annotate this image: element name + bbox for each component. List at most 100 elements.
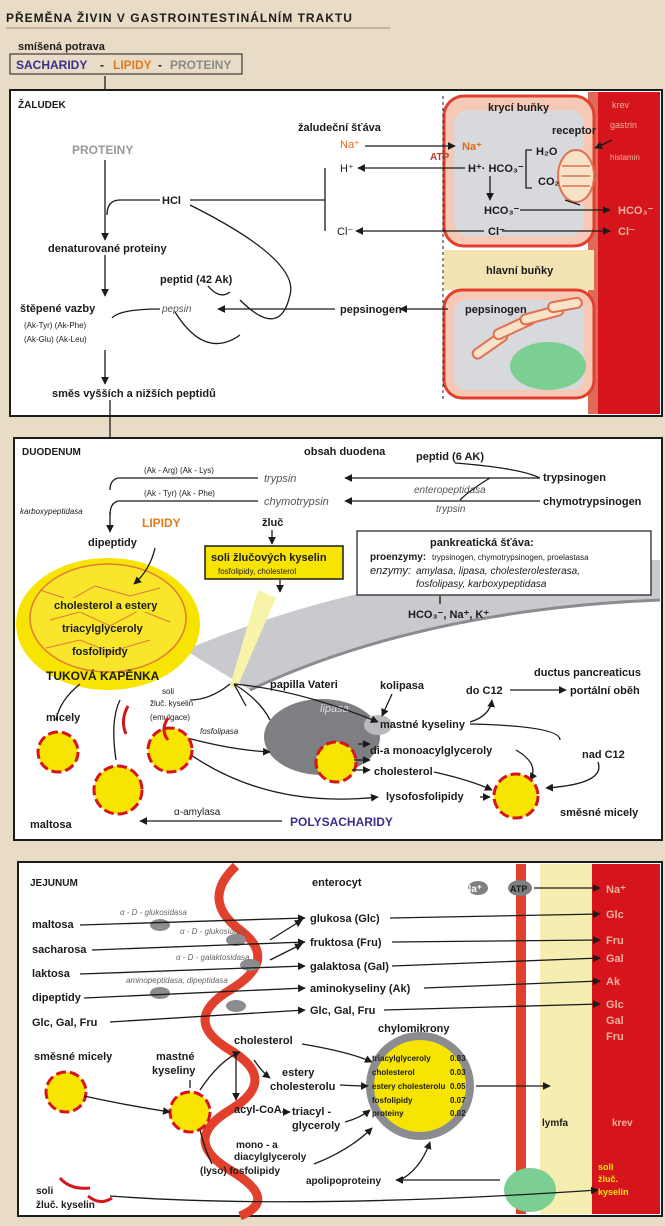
chylo-name-3: fosfolipidy bbox=[372, 1096, 413, 1105]
kolipasa-arrow bbox=[381, 693, 393, 717]
na-right: Na⁺ bbox=[606, 884, 626, 896]
chymotrypsinogen-label: chymotrypsinogen bbox=[543, 496, 642, 508]
chylo-val-4: 0.02 bbox=[450, 1109, 466, 1118]
do-c12-label: do C12 bbox=[466, 685, 503, 697]
receptor-label: receptor bbox=[552, 125, 597, 137]
proteiny-label: PROTEINY bbox=[170, 58, 231, 72]
peptide-mix: směs vyšších a nižších peptidů bbox=[52, 388, 216, 400]
co2-label: CO₂ bbox=[538, 176, 560, 188]
peptide-arrow bbox=[207, 285, 231, 296]
nad-c12-label: nad C12 bbox=[582, 749, 625, 761]
chylo-val-3: 0.07 bbox=[450, 1096, 466, 1105]
bile-sub: fosfolipidy, cholesterol bbox=[218, 567, 296, 576]
apolipo-label: apolipoproteiny bbox=[306, 1176, 381, 1187]
digesting-droplet bbox=[314, 740, 358, 784]
soli-right-2: žluč. bbox=[598, 1174, 618, 1184]
lipasa-label: lipasa bbox=[320, 703, 349, 715]
tag-1: triacyl - bbox=[292, 1106, 331, 1118]
er-lamellae bbox=[471, 296, 583, 360]
esters-2: cholesterolu bbox=[270, 1081, 335, 1093]
droplet-text-bg-1 bbox=[46, 598, 170, 612]
micelle-small-1 bbox=[36, 730, 80, 774]
sacharidy-label: SACHARIDY bbox=[16, 58, 87, 72]
substrate-2: laktosa bbox=[32, 968, 71, 980]
chylo-name-2: estery cholesterolu bbox=[372, 1082, 445, 1091]
enzyme-0: α - D - glukosidasa bbox=[120, 908, 187, 917]
na-plus-cell: Na⁺ bbox=[462, 141, 482, 153]
lyso-label: (lyso) fosfolipidy bbox=[200, 1166, 280, 1177]
polysacharidy-label: POLYSACHARIDY bbox=[290, 815, 393, 829]
chylo-val-0: 0.83 bbox=[450, 1054, 466, 1063]
jejunum-lipid-droplet bbox=[168, 1090, 212, 1134]
dash-2: - bbox=[158, 58, 162, 72]
atp-jejunum: ATP bbox=[510, 884, 527, 894]
chylo-val-2: 0.05 bbox=[450, 1082, 466, 1091]
duodenum-lipid-arrows bbox=[55, 683, 600, 825]
trypsin-enzyme-label: trypsin bbox=[436, 504, 466, 515]
pancreatic-duct-line bbox=[249, 598, 661, 692]
na-channel-left bbox=[468, 881, 488, 895]
lymfa-label: lymfa bbox=[542, 1118, 569, 1129]
product-1: fruktosa (Fru) bbox=[310, 937, 382, 949]
fatty-to-c12-arrow bbox=[469, 699, 495, 723]
bile-label: žluč bbox=[262, 517, 283, 529]
chylo-val-1: 0.03 bbox=[450, 1068, 466, 1077]
micelle-small-2 bbox=[146, 726, 194, 774]
enteropeptidasa-label: enteropeptidasa bbox=[414, 485, 486, 496]
cholesterol-duo: cholesterol bbox=[374, 766, 433, 778]
substrate-4: Glc, Gal, Fru bbox=[32, 1017, 97, 1029]
product-4: Glc, Gal, Fru bbox=[310, 1005, 375, 1017]
lipidy-label: LIPIDY bbox=[113, 58, 152, 72]
nutrient-box bbox=[9, 53, 243, 75]
peptide-42: peptid (42 Ak) bbox=[160, 274, 233, 286]
chylo-name-0: triacylglyceroly bbox=[372, 1054, 431, 1063]
pancreatic-juice-box bbox=[356, 530, 652, 596]
mixed-food-label: smíšená potrava bbox=[18, 41, 106, 53]
soli-right-3: kyselin bbox=[598, 1187, 629, 1197]
main-cell-nucleus bbox=[510, 342, 586, 390]
dipeptidy-label: dipeptidy bbox=[88, 537, 138, 549]
chylo-name-4: proteiny bbox=[372, 1109, 404, 1118]
blood-label-stomach: krev bbox=[612, 100, 630, 110]
product-0: glukosa (Glc) bbox=[310, 913, 380, 925]
jejunum-mixed-micelle bbox=[44, 1070, 88, 1114]
trypsin: trypsin bbox=[264, 473, 296, 485]
poster-title: PŘEMĚNA ŽIVIN V GASTROINTESTINÁLNÍM TRAK… bbox=[6, 10, 353, 25]
bile-salt-curve-j2 bbox=[87, 1194, 113, 1203]
ions-label: HCO₃⁻, Na⁺, K⁺ bbox=[408, 609, 489, 621]
pancreatic-juice-title: pankreatická šťáva: bbox=[430, 537, 534, 549]
karboxypeptidasa-label: karboxypeptidasa bbox=[20, 507, 83, 516]
bile-salt-curve-2 bbox=[162, 717, 170, 741]
acyl-coa-label: acyl-CoA bbox=[234, 1104, 282, 1116]
hcl-label: HCl bbox=[162, 195, 181, 207]
duodenum-title: DUODENUM bbox=[22, 447, 81, 458]
droplet-label: TUKOVÁ KAPĚNKA bbox=[46, 668, 160, 683]
carb-rows: maltosa α - D - glukosidasa glukosa (Glc… bbox=[32, 908, 624, 1043]
enzymes-label: enzymy: bbox=[370, 565, 411, 577]
bile-salts: soli žlučových kyselin bbox=[211, 552, 327, 564]
cl-cell: Cl⁻ bbox=[488, 226, 505, 238]
bile-salts-box bbox=[204, 545, 344, 580]
di-mono-label: di-a monoacylglyceroly bbox=[370, 745, 493, 757]
soli-2: žluč. kyselin bbox=[150, 699, 193, 708]
h2o-label: H₂O bbox=[536, 146, 558, 158]
h-plus: H⁺ bbox=[340, 163, 354, 175]
blood-3: Ak bbox=[606, 976, 621, 988]
parietal-cell-cytoplasm bbox=[454, 110, 584, 236]
blood-0: Glc bbox=[606, 909, 624, 921]
product-3: aminokyseliny (Ak) bbox=[310, 983, 411, 995]
maltosa-duo: maltosa bbox=[30, 819, 72, 831]
fat-droplet bbox=[16, 558, 200, 690]
mixed-micelles-duo: směsné micely bbox=[560, 807, 639, 819]
fatty-acids-jej-2: kyseliny bbox=[152, 1065, 196, 1077]
chylo-name-1: cholesterol bbox=[372, 1068, 415, 1077]
substrate-0: maltosa bbox=[32, 919, 74, 931]
chylo-table: triacylglyceroly 0.83 cholesterol 0.03 e… bbox=[372, 1054, 466, 1118]
bile-salt-curve-j1 bbox=[58, 1176, 91, 1190]
denatured-proteins: denaturované proteiny bbox=[48, 243, 167, 255]
stomach-arrows bbox=[101, 139, 613, 385]
atpase-pump bbox=[508, 880, 532, 896]
emulgace-label: (emulgace) bbox=[150, 713, 190, 722]
basal-membrane bbox=[516, 864, 526, 1214]
bonds-row-2: (Ak-Glu) (Ak-Leu) bbox=[24, 335, 87, 344]
